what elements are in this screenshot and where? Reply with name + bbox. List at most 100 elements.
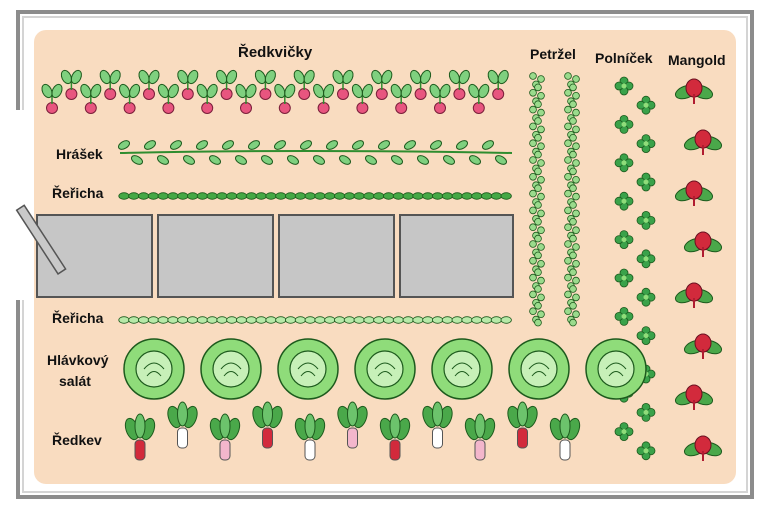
parsley-plant-icon (567, 80, 577, 92)
lambs-lettuce-icon (614, 115, 634, 134)
cress-sprout-icon (128, 316, 140, 324)
radish-plant-icon (274, 83, 296, 114)
parsley-plant-icon (529, 173, 545, 184)
cress-sprout-icon (431, 316, 444, 324)
cress-sprout-icon (294, 316, 306, 324)
pea-plant-icon (339, 155, 351, 165)
parsley-plant-icon (564, 307, 580, 319)
lettuce-head-icon (354, 338, 416, 400)
parsley-plant-icon (532, 248, 542, 260)
pea-plant-icon (365, 155, 377, 165)
cress-sprout-icon (353, 316, 365, 324)
pea-plant-icon (326, 140, 338, 150)
parsley-plant-icon (567, 231, 577, 243)
pea-plant-icon (456, 140, 468, 150)
red-radish-icon (252, 401, 283, 449)
cress-sprout-icon (461, 192, 473, 200)
parsley-plant-icon (532, 315, 542, 327)
parsley-plant-icon (532, 131, 542, 142)
parsley-plant-icon (532, 164, 542, 176)
radish-plant-icon (351, 83, 373, 114)
red-radish-icon (209, 413, 241, 461)
lettuce-head-icon (431, 338, 493, 400)
cress-sprout-icon (236, 316, 248, 324)
chard-plant-icon (674, 384, 714, 410)
pea-plant-icon (235, 155, 247, 165)
parsley-plant-icon (564, 173, 580, 184)
cress-sprout-icon (284, 316, 297, 324)
cress-sprout-icon (294, 192, 306, 200)
lambs-lettuce-icon (636, 95, 656, 115)
cress-sprout-icon (255, 316, 267, 324)
parsley-plant-icon (564, 89, 580, 100)
cress-sprout-icon (343, 192, 355, 200)
parsley-plant-icon (532, 215, 542, 226)
radish-plant-icon (196, 83, 218, 114)
pea-plant-icon (391, 155, 403, 165)
cress-sprout-icon (490, 192, 502, 200)
garden-fence (16, 10, 754, 499)
cress-sprout-icon (196, 192, 208, 200)
cress-sprout-icon (382, 192, 395, 200)
parsley-plant-icon (567, 131, 577, 142)
pea-plant-icon (209, 155, 221, 165)
cress-sprout-icon (304, 192, 316, 200)
cress-sprout-icon (275, 192, 287, 200)
label-redkev: Ředkev (52, 432, 102, 448)
cress-sprout-icon (324, 192, 336, 200)
cress-sprout-icon (304, 316, 316, 324)
label-mangold: Mangold (668, 52, 726, 68)
cress-sprout-icon (441, 316, 453, 324)
parsley-plant-icon (564, 122, 580, 134)
radish-plant-icon (60, 69, 82, 100)
pea-plant-icon (196, 140, 208, 150)
parsley-plant-icon (532, 181, 542, 193)
pea-row (118, 140, 513, 165)
white-radish-icon (167, 401, 198, 449)
parsley-plant-icon (567, 215, 577, 226)
cress-sprout-icon (363, 316, 375, 324)
parsley-plant-icon (567, 198, 577, 209)
chard-plant-icon (674, 180, 714, 206)
parsley-plant-icon (564, 256, 580, 268)
parsley-plant-icon (564, 206, 580, 218)
cress-sprout-icon (471, 316, 483, 324)
label-hrasek: Hrášek (56, 146, 103, 162)
radish-row (41, 69, 509, 114)
pea-plant-icon (144, 140, 156, 150)
lambs-lettuce-icon (636, 326, 656, 346)
cress-sprout-icon (206, 192, 218, 200)
radish-plant-icon (99, 69, 121, 100)
white-radish-icon (422, 401, 453, 449)
lambs-lettuce-icon (614, 191, 634, 211)
parsley-bed (529, 72, 580, 327)
parsley-plant-icon (532, 282, 542, 293)
chard-plant-icon (683, 435, 723, 461)
label-hlavkovy-line2: salát (59, 373, 91, 389)
radish-plant-icon (293, 69, 315, 100)
cress-sprout-icon (128, 192, 140, 200)
cress-sprout-icon (500, 192, 512, 200)
cress-sprout-icon (392, 316, 404, 324)
cress-sprout-icon (422, 316, 434, 324)
radish-plant-icon (235, 83, 257, 114)
parsley-plant-icon (532, 231, 542, 243)
chard-plant-icon (683, 231, 723, 257)
pea-plant-icon (248, 140, 260, 150)
lambs-lettuce-icon (614, 306, 634, 326)
pea-plant-icon (313, 155, 325, 165)
cress-sprout-icon (480, 316, 493, 324)
parsley-plant-icon (532, 198, 542, 209)
radish-plant-icon (487, 69, 509, 100)
parsley-plant-icon (529, 240, 545, 251)
pea-plant-icon (378, 140, 390, 150)
pea-plant-icon (482, 140, 494, 150)
cress-sprout-icon (118, 316, 130, 324)
cress-sprout-icon (284, 192, 297, 200)
parsley-plant-icon (529, 105, 545, 117)
chard-plant-icon (683, 129, 723, 155)
parsley-plant-icon (567, 181, 577, 193)
pea-plant-icon (274, 140, 286, 150)
cress-row-top (118, 192, 512, 200)
chard-plant-icon (674, 282, 714, 308)
